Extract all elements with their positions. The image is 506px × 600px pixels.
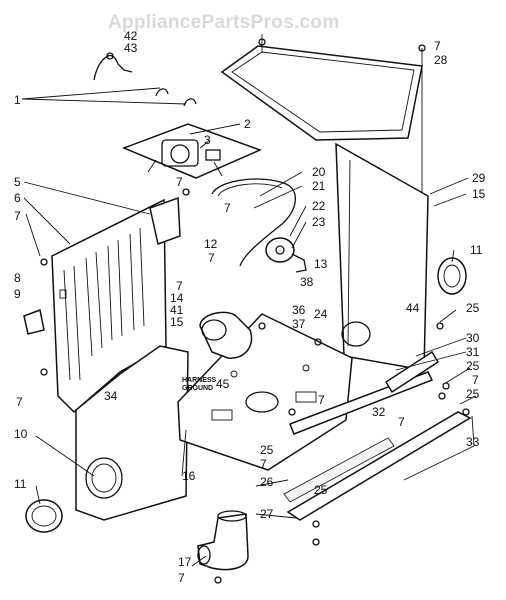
callout-20: 20 [312,165,326,179]
callout-38: 38 [300,275,314,289]
callout-7-motor: 7 [176,175,183,189]
watermark-text: AppliancePartsPros.com [108,12,340,33]
callout-7-mid: 7 [260,457,267,471]
top-cover-panel [220,45,423,141]
callout-25-right: 25 [466,301,480,315]
callout-7-left-upper: 7 [14,209,21,223]
callout-15-left: 15 [170,315,184,329]
callout-29: 29 [472,171,486,185]
callout-36: 36 [292,303,306,317]
callout-34: 34 [104,389,118,403]
callout-7-belt: 7 [224,201,231,215]
leader-lines [21,87,477,567]
callout-25-right-lower: 25 [466,387,480,401]
callout-11-left: 11 [14,477,27,491]
callout-14: 14 [170,291,184,305]
callout-30: 30 [466,331,480,345]
callout-42: 42 [124,29,138,43]
callout-7-rail: 7 [398,415,405,429]
callout-7-blower: 7 [176,279,183,293]
harness-label: HARNESS [182,377,217,384]
callout-5: 5 [14,175,21,189]
callout-44: 44 [406,301,420,315]
callout-41: 41 [170,303,184,317]
blower-housing [199,311,253,359]
callout-6: 6 [14,191,21,205]
hinge-bracket [23,308,45,335]
drive-belt [211,178,296,267]
callout-7-top-right: 7 [434,39,441,53]
callout-1: 1 [14,93,21,107]
callout-17: 17 [178,555,192,569]
exhaust-elbow [197,510,249,571]
callout-25-lower: 25 [314,483,328,497]
callout-43: 43 [124,41,138,55]
callout-9: 9 [14,287,21,301]
callout-8: 8 [14,271,21,285]
callout-23: 23 [312,215,326,229]
ground-label: GROUND [182,385,213,392]
callout-32: 32 [372,405,386,419]
callout-33: 33 [466,435,480,449]
callout-28: 28 [434,53,448,67]
door-part [25,499,63,533]
callout-7-base: 7 [318,393,325,407]
callout-7-right: 7 [472,373,479,387]
callout-3: 3 [204,133,211,147]
callout-21: 21 [312,179,326,193]
door-seal-ring [437,257,467,295]
front-rail-right [384,350,440,394]
callout-2: 2 [244,117,251,131]
callout-24: 24 [314,307,328,321]
callout-15-right: 15 [472,187,486,201]
callout-7-left-lower: 7 [16,395,23,409]
callout-10: 10 [14,427,28,441]
rear-rail-lower [283,437,395,503]
right-side-panel [335,142,429,371]
callout-11-right: 11 [470,243,483,257]
callout-labels: 42 43 1 2 3 5 6 7 7 28 7 20 21 22 23 7 1… [14,29,486,585]
idler-pulley [265,237,307,273]
callout-25-right-mid: 25 [466,359,480,373]
toe-plate [286,411,472,521]
callout-31: 31 [466,345,480,359]
base-panel [177,313,353,471]
callout-7-bottom: 7 [178,571,185,585]
callout-16: 16 [182,469,196,483]
callout-13: 13 [314,257,328,271]
callout-37: 37 [292,317,306,331]
callout-25-mid: 25 [260,443,274,457]
callout-22: 22 [312,199,326,213]
callout-7-pulley: 7 [208,251,215,265]
motor-assembly [121,88,263,179]
callout-27: 27 [260,507,274,521]
callout-26: 26 [260,475,274,489]
callout-12: 12 [204,237,218,251]
motor-mount-bracket [149,196,181,245]
left-side-panel [51,198,167,414]
wire-clip-part [93,52,133,81]
callout-45: 45 [216,377,230,391]
